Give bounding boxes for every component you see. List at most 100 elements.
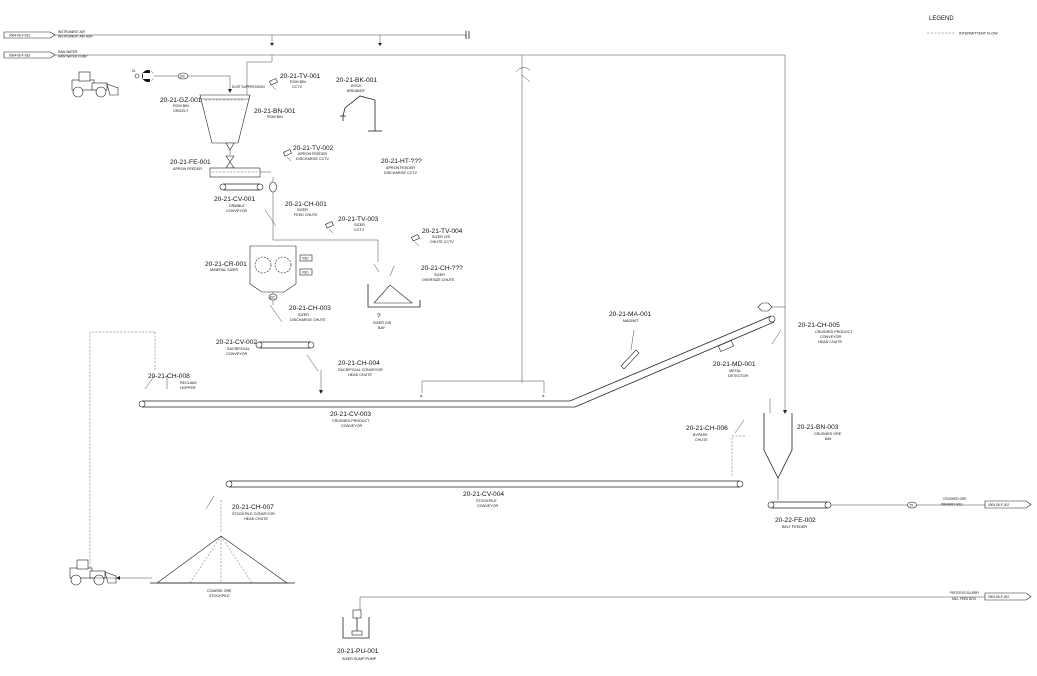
line-crossover (515, 67, 531, 73)
front-end-loader-top (71, 71, 119, 98)
offpage-line1: PROCESS SLURRY (950, 591, 980, 595)
conveyor-cv002 (255, 341, 315, 349)
tag-ch001: 20-21-CH-001 SIZER FEED CHUTE (285, 201, 327, 217)
arrow-icon (783, 410, 787, 414)
tag-fe001: 20-21-FE-001 APRON FEEDER (170, 159, 211, 171)
arrow-icon (228, 89, 232, 93)
svg-text:CONVEYOR: CONVEYOR (226, 209, 247, 213)
svg-text:DISCHARGE CCTV: DISCHARGE CCTV (384, 171, 418, 175)
oversize-feed-line (273, 239, 379, 262)
belt-feeder (767, 501, 832, 509)
svg-text:HEAD CHUTE: HEAD CHUTE (818, 340, 843, 344)
svg-text:CONVEYOR: CONVEYOR (341, 424, 362, 428)
svg-text:20-21-CH-003: 20-21-CH-003 (289, 305, 331, 312)
svg-text:CCTV: CCTV (292, 85, 303, 89)
svg-text:CHUTE: CHUTE (695, 438, 708, 442)
offpage-raw-water[interactable]: 0004-06-F-033 RAW WATER RAW WATER PUMP (3, 50, 87, 59)
tag-fe002: 20-22-FE-002 BELT FEEDER (775, 517, 816, 529)
offpage-line2: RAW WATER PUMP (58, 55, 87, 59)
svg-text:20-21-TV-004: 20-21-TV-004 (422, 228, 463, 235)
svg-text:CHUTE CCTV: CHUTE CCTV (430, 240, 454, 244)
offpage-process-slurry[interactable]: PROCESS SLURRY MILL FEED BOX 0004-06-F-0… (950, 591, 1032, 601)
svg-text:20-21-CH-007: 20-21-CH-007 (232, 504, 274, 511)
svg-text:SACRIFICIAL CONVEYOR: SACRIFICIAL CONVEYOR (338, 368, 383, 372)
svg-text:CRUSHED PRODUCT: CRUSHED PRODUCT (332, 419, 370, 423)
vsd-box: VSD VSD (299, 254, 313, 276)
stream-number: 102 (270, 295, 276, 299)
svg-text:20-21-CH-004: 20-21-CH-004 (338, 360, 380, 367)
reclaim-dashed-line (89, 331, 155, 578)
tag-cr001: 20-21-CR-001 MINERAL SIZER (205, 261, 247, 272)
offpage-crushed-ore[interactable]: CRUSHED ORE PRIMARY MILL 0004-06-F-002 (941, 497, 1032, 509)
svg-text:ROM BIN: ROM BIN (290, 80, 306, 84)
arrow-icon (319, 390, 323, 394)
cctv-icon (283, 149, 292, 162)
stream-tag-bubble (177, 72, 189, 80)
svg-text:ROM BIN: ROM BIN (267, 115, 283, 119)
svg-text:20-21-CV-003: 20-21-CV-003 (330, 411, 371, 418)
svg-text:CRUSHED ORE: CRUSHED ORE (814, 432, 842, 436)
stream-tag-bubble (268, 293, 278, 301)
svg-text:20-21-TV-002: 20-21-TV-002 (293, 145, 334, 152)
cctv-icon (269, 78, 278, 91)
svg-text:20-21-MA-001: 20-21-MA-001 (609, 311, 651, 318)
svg-text:CONVEYOR: CONVEYOR (820, 335, 841, 339)
offpage-instrument-air[interactable]: 0004-06-F-022 INSTRUMENT AIR INSTRUMENT … (3, 30, 93, 39)
valve-icon (225, 155, 235, 169)
svg-text:20-21-CV-002: 20-21-CV-002 (216, 339, 257, 346)
svg-text:BREAKER: BREAKER (347, 89, 365, 93)
tag-cv001: 20-21-CV-001 DRIBBLE CONVEYOR (214, 196, 255, 213)
tag-cv002: 20-21-CV-002 SACRIFICIAL CONVEYOR (216, 339, 257, 356)
coarse-ore-stockpile (150, 535, 295, 584)
chute-icon (771, 329, 782, 345)
stream-tag-bubble (907, 501, 917, 509)
chute-icon (269, 304, 283, 323)
svg-text:?: ? (377, 313, 381, 320)
svg-text:SIZER SUMP PUMP: SIZER SUMP PUMP (342, 657, 377, 661)
svg-text:CCTV: CCTV (354, 228, 365, 232)
chute-icon (734, 419, 745, 434)
svg-text:20-21-TV-003: 20-21-TV-003 (338, 216, 379, 223)
feed-arrow-icon (142, 70, 156, 82)
offpage-connector-shape (3, 51, 56, 59)
rom-bin-tags: 20-21-GZ-001 ROM BIN GRIZZLY 20-21-BN-00… (160, 97, 296, 119)
tag-cv004: 20-21-CV-004 STOCKPILE CONVEYOR (463, 491, 504, 508)
svg-text:FEED CHUTE: FEED CHUTE (294, 213, 318, 217)
svg-text:APRON FEEDER: APRON FEEDER (173, 167, 202, 171)
tag-pu001: 20-21-PU-001 SIZER SUMP PUMP (337, 648, 379, 661)
svg-text:OVERSIZE CHUTE: OVERSIZE CHUTE (422, 278, 455, 282)
tag-stockpile: COARSE ORE STOCKPILE (207, 589, 232, 598)
tag-tv004: 20-21-TV-004 SIZER O/S CHUTE CCTV (422, 228, 463, 244)
tag-ch006: 20-21-CH-006 BYPASS CHUTE (686, 425, 728, 442)
svg-text:SIZER: SIZER (297, 208, 308, 212)
offpage-line1: INSTRUMENT AIR (58, 30, 86, 34)
tag-bn003: 20-21-BN-003 CRUSHED ORE BIN (797, 424, 842, 441)
svg-text:20-21-FE-001: 20-21-FE-001 (170, 159, 211, 166)
svg-text:20-21-MD-001: 20-21-MD-001 (713, 361, 756, 368)
crushed-ore-bin (763, 413, 793, 479)
svg-text:METAL: METAL (729, 369, 741, 373)
metal-detector-icon (717, 340, 735, 352)
svg-text:20-21-HT-???: 20-21-HT-??? (381, 158, 422, 165)
tag-ma001: 20-21-MA-001 MAGNET (609, 311, 651, 323)
offpage-ref: 0004-06-F-002 (988, 503, 1009, 507)
svg-text:SIZER O/S: SIZER O/S (432, 235, 451, 239)
chute-icon (264, 209, 277, 227)
bypass-dashed-line (731, 435, 745, 476)
svg-text:STOCKPILE: STOCKPILE (476, 499, 497, 503)
stream-number: 01 (132, 69, 136, 73)
cctv-icon (411, 234, 420, 247)
chute-icon (306, 354, 319, 372)
apron-feeder (209, 167, 261, 178)
legend: LEGEND INTERMITTENT FLOW (927, 16, 998, 36)
svg-text:ROCK: ROCK (351, 84, 362, 88)
chute-icon (373, 263, 380, 273)
svg-text:CONVEYOR: CONVEYOR (226, 352, 247, 356)
svg-text:MAGNET: MAGNET (623, 319, 640, 323)
svg-text:MINERAL SIZER: MINERAL SIZER (210, 268, 238, 272)
svg-text:20-21-CV-001: 20-21-CV-001 (214, 196, 255, 203)
offpage-line1: CRUSHED ORE (943, 497, 967, 501)
line-branch (521, 74, 531, 83)
stream-number: 79 (910, 503, 914, 507)
